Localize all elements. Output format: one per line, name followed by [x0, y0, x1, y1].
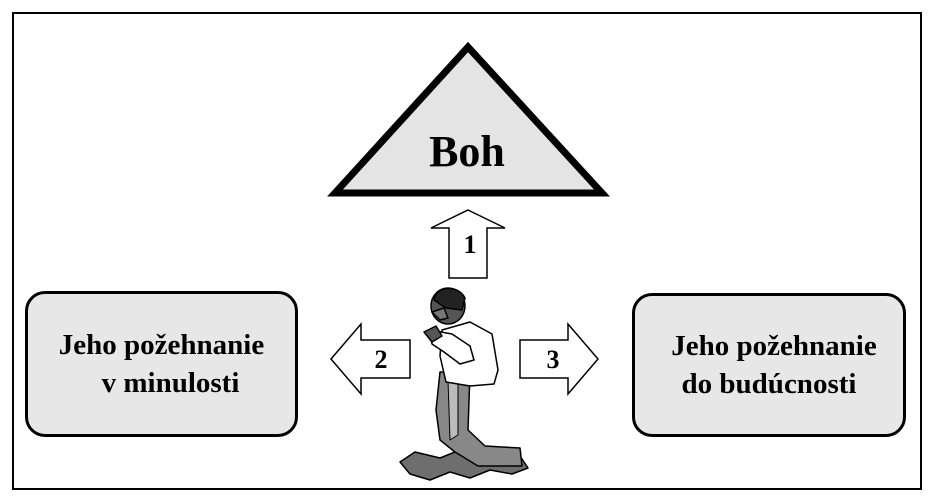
future-box-line2: do budúcnosti	[681, 368, 857, 400]
god-triangle	[327, 41, 610, 197]
future-box-line1: Jeho požehnanie	[671, 330, 877, 362]
god-label: Boh	[429, 127, 505, 176]
arrow-up-number: 1	[463, 230, 477, 259]
arrow-right-number: 3	[546, 345, 560, 374]
past-box-line1: Jeho požehnanie	[58, 329, 265, 361]
past-box-line2: v minulosti	[101, 367, 240, 399]
arrow-right-shape	[519, 321, 599, 397]
past-blessing-box: Jeho požehnanie v minulosti	[25, 291, 298, 437]
arrow-left-shape	[330, 321, 411, 397]
praying-man-figure	[399, 287, 529, 481]
future-blessing-box: Jeho požehnanie do budúcnosti	[632, 293, 906, 437]
arrow-left-number: 2	[374, 345, 388, 374]
arrow-up-shape	[430, 209, 506, 279]
